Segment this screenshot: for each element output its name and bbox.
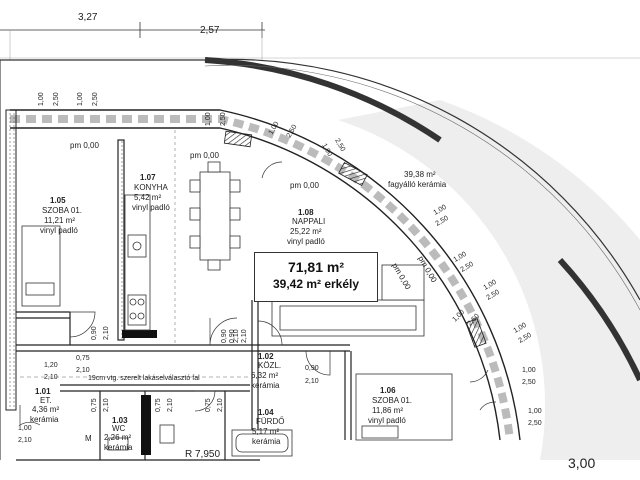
room-name-1-01: ET. bbox=[40, 396, 52, 405]
balcony-floor-label: fagyálló kerámia bbox=[388, 180, 447, 189]
room-floor-1-01: kerámia bbox=[30, 415, 59, 424]
area-summary-box: 71,81 m² 39,42 m² erkély bbox=[254, 252, 378, 302]
door-9-w: 1,20 bbox=[44, 362, 58, 369]
window-11-h: 2,50 bbox=[528, 420, 542, 427]
bed-1-06 bbox=[355, 373, 453, 441]
balcony-grey bbox=[338, 100, 640, 460]
room-num-1-01: 1.01 bbox=[35, 387, 51, 396]
door-6-h: 2,10 bbox=[167, 398, 174, 412]
dining-table bbox=[189, 161, 241, 271]
door-1-w: 0,90 bbox=[91, 326, 98, 340]
window-2-w: 1,00 bbox=[77, 92, 84, 106]
door-10-w: 1,00 bbox=[18, 425, 32, 432]
window-3-h: 2,50 bbox=[220, 112, 227, 126]
room-area-1-06: 11,86 m² bbox=[372, 406, 403, 415]
balcony-area-total: 39,42 m² erkély bbox=[272, 277, 360, 291]
door-4-h: 2,10 bbox=[233, 329, 240, 343]
room-floor-1-04: kerámia bbox=[252, 437, 281, 446]
room-name-1-06: SZOBA 01. bbox=[372, 396, 412, 405]
curved-wall bbox=[10, 109, 521, 441]
room-name-1-04: FÜRDŐ bbox=[256, 417, 284, 426]
door-7-h: 2,10 bbox=[217, 398, 224, 412]
dimension-bottom-radius: R 7,950 bbox=[185, 449, 220, 460]
room-name-1-08: NAPPALI bbox=[292, 217, 325, 226]
window-2-h: 2,50 bbox=[92, 92, 99, 106]
room-num-1-02: 1.02 bbox=[258, 352, 274, 361]
room-num-1-05: 1.05 bbox=[50, 196, 66, 205]
window-1-w: 1,00 bbox=[38, 92, 45, 106]
wall-note: 19cm vtg. szerelt lakáselválasztó fal bbox=[88, 375, 200, 382]
door-9-h: 2,10 bbox=[44, 374, 58, 381]
door-2-h: 2,10 bbox=[241, 329, 248, 343]
door-5-w: 0,75 bbox=[91, 398, 98, 412]
door-7-w: 0,75 bbox=[205, 398, 212, 412]
door-6-w: 0,75 bbox=[155, 398, 162, 412]
door-3-h: 2,10 bbox=[305, 378, 319, 385]
window-10-w: 1,00 bbox=[522, 367, 536, 374]
outer-facade-curve bbox=[0, 58, 640, 301]
door-10-h: 2,10 bbox=[18, 437, 32, 444]
door-8-w: 0,75 bbox=[76, 355, 90, 362]
bed-1-05 bbox=[21, 225, 61, 307]
window-11-w: 1,00 bbox=[528, 408, 542, 415]
door-swings bbox=[19, 161, 497, 426]
room-floor-1-02: kerámia bbox=[251, 381, 280, 390]
level-mark-1: pm 0,00 bbox=[70, 141, 99, 150]
door-4-w: 0,90 bbox=[221, 329, 228, 343]
room-floor-1-07: vinyl padló bbox=[132, 203, 170, 212]
room-area-1-07: 5,42 m² bbox=[134, 193, 161, 202]
door-2-w: 0,90 bbox=[229, 329, 236, 343]
room-name-1-07: KONYHA bbox=[134, 183, 168, 192]
room-name-1-02: KÖZL. bbox=[258, 361, 281, 370]
dimension-top-b: 2,57 bbox=[200, 25, 220, 36]
balcony-area: 39,38 m² bbox=[404, 170, 436, 179]
room-num-1-04: 1.04 bbox=[258, 408, 274, 417]
room-num-1-06: 1.06 bbox=[380, 386, 396, 395]
window-1-h: 2,50 bbox=[53, 92, 60, 106]
dimension-bottom-right: 3,00 bbox=[568, 455, 595, 471]
room-name-1-03: WC bbox=[112, 424, 126, 433]
room-num-1-08: 1.08 bbox=[298, 208, 314, 217]
left-wall bbox=[5, 109, 17, 411]
room-num-1-03: 1.03 bbox=[112, 416, 128, 425]
room-floor-1-06: vinyl padló bbox=[368, 416, 406, 425]
door-5-h: 2,10 bbox=[103, 398, 110, 412]
room-name-1-05: SZOBA 01. bbox=[42, 206, 82, 215]
room-floor-1-08: vinyl padló bbox=[287, 237, 325, 246]
room-area-1-04: 5,17 m² bbox=[252, 427, 279, 436]
door-labels: 0,90 2,10 0,90 2,10 0,90 2,10 0,90 2,10 … bbox=[18, 326, 319, 444]
washbasin bbox=[159, 424, 175, 444]
room-area-1-02: 6,32 m² bbox=[251, 371, 278, 380]
interior-area: 71,81 m² bbox=[287, 259, 345, 275]
room-area-1-01: 4,36 m² bbox=[32, 405, 59, 414]
room-area-1-03: 2,26 m² bbox=[104, 433, 131, 442]
window-3-w: 1,00 bbox=[205, 112, 212, 126]
door-8-h: 2,10 bbox=[76, 367, 90, 374]
door-3-w: 0,90 bbox=[305, 365, 319, 372]
window-10-h: 2,50 bbox=[522, 379, 536, 386]
bathtub bbox=[231, 429, 293, 457]
room-floor-1-05: vinyl padló bbox=[40, 226, 78, 235]
room-num-1-07: 1.07 bbox=[140, 173, 156, 182]
room-area-1-08: 25,22 m² bbox=[290, 227, 322, 236]
door-1-h: 2,10 bbox=[103, 326, 110, 340]
level-mark-3: pm 0,00 bbox=[290, 181, 319, 190]
room-area-1-05: 11,21 m² bbox=[44, 216, 75, 225]
wc-mark: M bbox=[85, 434, 92, 443]
wc-bowl bbox=[107, 437, 129, 451]
room-floor-1-03: kerámia bbox=[104, 443, 133, 452]
level-mark-2: pm 0,00 bbox=[190, 151, 219, 160]
dimension-top-a: 3,27 bbox=[78, 12, 98, 23]
kitchen-counter bbox=[124, 194, 151, 331]
